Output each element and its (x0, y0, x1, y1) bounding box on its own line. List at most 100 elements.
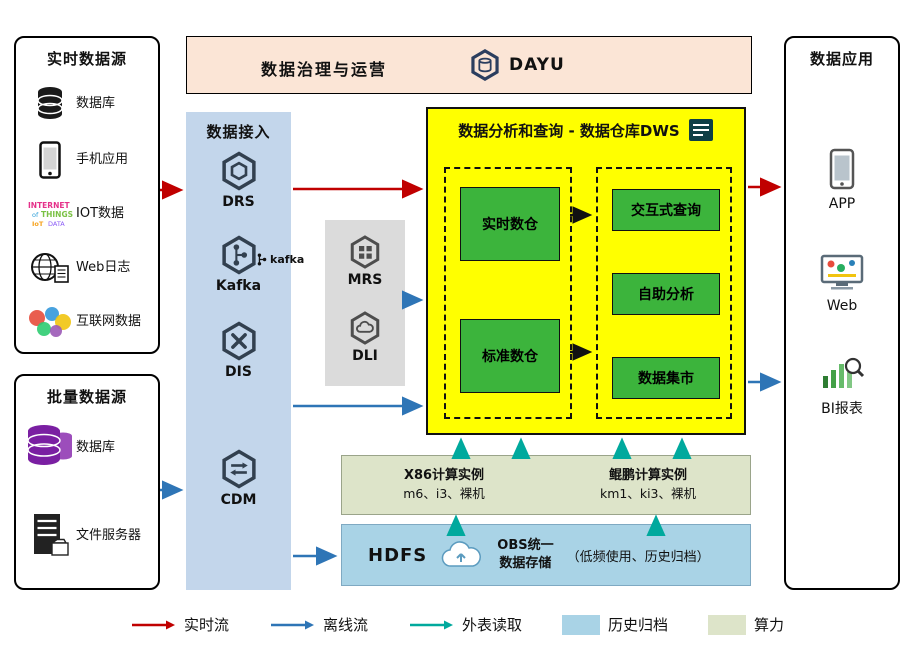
mobile-app-icon (24, 141, 76, 179)
cdm-hexagon-icon (221, 449, 256, 489)
web-browser-icon (820, 254, 864, 290)
module-self-service-analysis: 自助分析 (612, 273, 720, 315)
service-drs: DRS (186, 150, 291, 210)
source-label: Web日志 (76, 259, 131, 275)
ingestion-title: 数据接入 (206, 123, 271, 141)
service-label: DRS (222, 194, 255, 210)
legend: 实时流 离线流 外表读取 历史归档 算力 (0, 614, 914, 635)
svg-text:INTERNET: INTERNET (28, 201, 70, 210)
compute-swatch (708, 614, 747, 635)
compute-kunpeng-spec: km1、ki3、裸机 (599, 486, 697, 502)
svg-text:THINGS: THINGS (41, 210, 73, 219)
source-label: 数据库 (76, 95, 116, 111)
kafka-wordmark-text: kafka (270, 253, 305, 266)
middleware-panel: MRS DLI (325, 220, 405, 386)
dayu-label: DAYU (509, 55, 565, 75)
source-label: 文件服务器 (76, 527, 142, 543)
source-item-weblog: Web日志 (24, 242, 154, 294)
obs-label-line2: 数据存储 (499, 556, 552, 571)
obs-note: （低频使用、历史归档） (566, 549, 710, 565)
module-standard-warehouse: 标准数仓 (460, 319, 560, 393)
ingestion-panel: 数据接入 DRS Kafka kafka (186, 112, 304, 590)
document-icon (688, 119, 713, 141)
app-item-bi: BI报表 (786, 354, 898, 418)
offline-flow-arrow-sample (270, 620, 314, 629)
kafka-hexagon-icon (221, 235, 256, 275)
legend-label: 历史归档 (608, 616, 669, 634)
service-label: Kafka (215, 278, 262, 294)
module-data-mart: 数据集市 (612, 357, 720, 399)
app-label: Web (826, 298, 858, 314)
app-label: BI报表 (821, 401, 863, 417)
dws-analysis-group: 交互式查询 自助分析 数据集市 (596, 167, 732, 419)
source-item-file-server: 文件服务器 (24, 502, 154, 570)
module-realtime-warehouse: 实时数仓 (460, 187, 560, 261)
kafka-wordmark: kafka (256, 252, 304, 267)
source-item-iot: INTERNET of THINGS IoT DATA IOT数据 (24, 188, 154, 240)
service-label: DIS (225, 364, 252, 380)
obs-label-line1: OBS统一 (497, 538, 554, 554)
source-label: 数据库 (76, 439, 116, 455)
source-item-database: 数据库 (24, 78, 154, 130)
realtime-sources-title: 实时数据源 (46, 50, 127, 68)
applications-panel: 数据应用 APP Web (784, 36, 900, 590)
legend-label: 外表读取 (461, 616, 522, 634)
source-label: 手机应用 (76, 151, 129, 167)
external-read-arrow-sample (409, 620, 453, 629)
svg-text:of: of (32, 211, 39, 219)
dayu-group: DAYU (468, 48, 565, 82)
legend-item-offline-flow: 离线流 (269, 614, 368, 635)
purple-database-icon (24, 422, 76, 474)
service-label: MRS (347, 272, 383, 288)
file-server-icon (24, 512, 76, 560)
dws-panel: 数据分析和查询 - 数据仓库DWS 实时数仓 标准数仓 交互式查询 自助分析 数… (426, 107, 746, 435)
database-icon (24, 86, 76, 122)
dws-title: 数据分析和查询 - 数据仓库DWS (458, 121, 680, 140)
compute-kunpeng: 鲲鹏计算实例 km1、ki3、裸机 (546, 456, 750, 514)
source-label: IOT数据 (76, 205, 125, 221)
service-cdm: CDM (186, 448, 291, 508)
archive-swatch (562, 614, 600, 635)
internet-data-icon (24, 305, 76, 339)
realtime-sources-panel: 实时数据源 数据库 手机应用 (14, 36, 160, 354)
hdfs-label: HDFS (368, 544, 428, 566)
app-label: APP (828, 196, 856, 212)
compute-x86-spec: m6、i3、裸机 (403, 486, 485, 502)
svg-text:DATA: DATA (48, 220, 65, 228)
service-label: CDM (220, 492, 257, 508)
app-item-web: Web (786, 254, 898, 314)
app-phone-icon (829, 148, 855, 190)
svg-text:IoT: IoT (32, 220, 44, 228)
legend-label: 算力 (754, 616, 785, 634)
web-log-icon (24, 251, 76, 285)
source-item-internet: 互联网数据 (24, 296, 154, 348)
service-dli: DLI (325, 310, 405, 364)
dis-hexagon-icon (221, 321, 256, 361)
legend-item-compute: 算力 (708, 614, 784, 635)
dli-hexagon-icon (350, 311, 380, 345)
obs-label: OBS统一 数据存储 (497, 537, 553, 572)
service-dis: DIS (186, 320, 291, 380)
dws-warehouse-group: 实时数仓 标准数仓 (444, 167, 572, 419)
app-item-app: APP (786, 148, 898, 212)
drs-hexagon-icon (221, 151, 256, 191)
compute-x86: X86计算实例 m6、i3、裸机 (342, 456, 546, 514)
compute-x86-title: X86计算实例 (403, 467, 485, 483)
service-kafka: Kafka (186, 234, 291, 294)
bi-report-icon (823, 357, 865, 388)
source-label: 互联网数据 (76, 313, 142, 329)
compute-panel: X86计算实例 m6、i3、裸机 鲲鹏计算实例 km1、ki3、裸机 (341, 455, 751, 515)
legend-label: 离线流 (322, 616, 368, 634)
mrs-hexagon-icon (350, 235, 380, 269)
service-label: DLI (352, 348, 378, 364)
obs-cloud-icon (442, 541, 482, 567)
source-item-batch-database: 数据库 (24, 416, 154, 480)
governance-title: 数据治理与运营 (261, 60, 388, 79)
legend-item-archive: 历史归档 (562, 614, 668, 635)
dws-title-row: 数据分析和查询 - 数据仓库DWS (428, 109, 744, 142)
batch-sources-title: 批量数据源 (46, 388, 127, 406)
storage-panel: HDFS OBS统一 数据存储 （低频使用、历史归档） (341, 524, 751, 586)
applications-title: 数据应用 (809, 50, 874, 68)
legend-item-realtime-flow: 实时流 (130, 614, 229, 635)
